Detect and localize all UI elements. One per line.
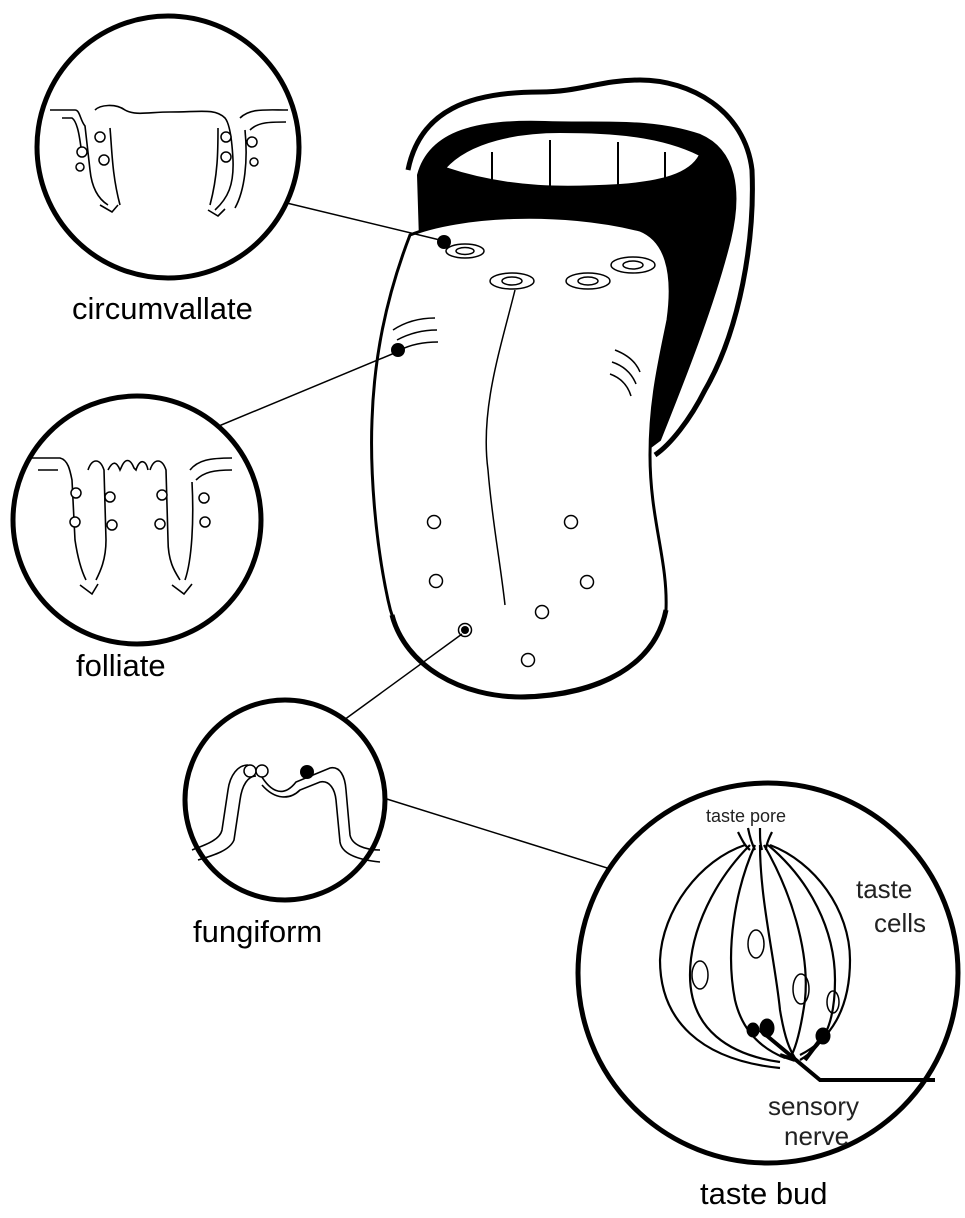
circumvallate-inset <box>37 16 299 278</box>
tongue <box>372 217 671 697</box>
fungiform-inset <box>185 700 385 900</box>
folliate-label: folliate <box>76 648 166 683</box>
fungiform-marker <box>461 626 469 634</box>
circumvallate-label: circumvallate <box>72 291 253 326</box>
sensory-label: sensory <box>768 1091 859 1121</box>
folliate-inset <box>13 396 261 644</box>
nerve-label: nerve <box>784 1121 849 1151</box>
circumvallate-marker <box>437 235 451 249</box>
taste-cells-label-line2: cells <box>874 908 926 938</box>
taste-cells-label-line1: taste <box>856 874 912 904</box>
fungiform-label: fungiform <box>193 914 322 949</box>
folliate-marker <box>391 343 405 357</box>
taste-pore-label: taste pore <box>706 806 786 826</box>
taste-bud-label: taste bud <box>700 1176 828 1211</box>
